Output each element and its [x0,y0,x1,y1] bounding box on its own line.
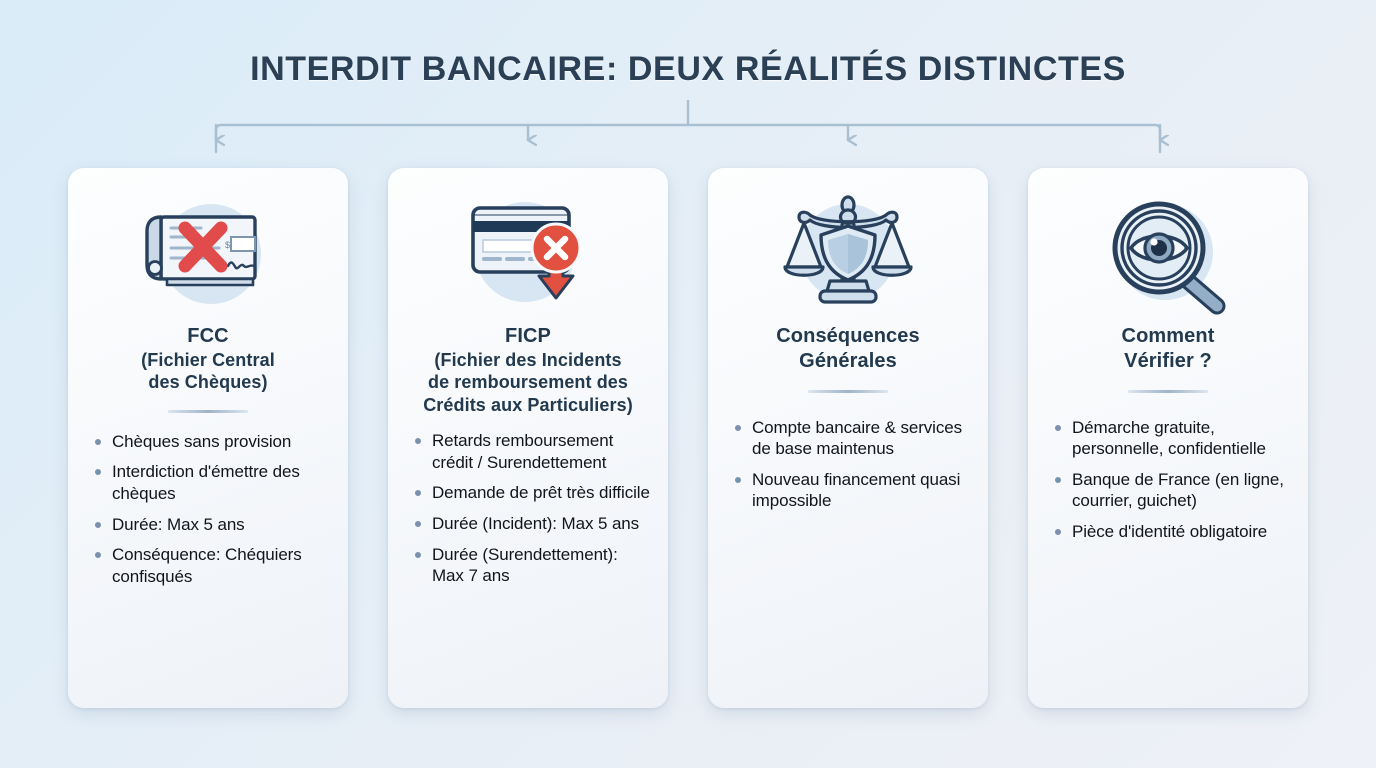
card-divider [168,409,248,413]
card-title-main: FCC [187,325,229,347]
card-divider [1128,389,1208,393]
svg-text:$: $ [225,240,230,250]
bullet-list-fcc: Chèques sans provision Interdiction d'ém… [82,431,334,596]
credit-card-declined-icon [453,190,603,318]
list-item: Durée (Surendettement): Max 7 ans [412,544,654,587]
list-item: Interdiction d'émettre des chèques [92,461,334,504]
connector-lines [214,98,1160,154]
list-item: Conséquence: Chéquiers confisqués [92,544,334,587]
list-item: Nouveau financement quasi impossible [732,469,974,512]
scales-of-justice-shield-icon [773,190,923,318]
list-item: Demande de prêt très difficile [412,482,654,504]
list-item: Compte bancaire & services de base maint… [732,417,974,460]
list-item: Chèques sans provision [92,431,334,453]
list-item: Pièce d'identité obligatoire [1052,521,1294,543]
list-item: Démarche gratuite, personnelle, confiden… [1052,417,1294,460]
list-item: Banque de France (en ligne, courrier, gu… [1052,469,1294,512]
connector-svg [214,98,1376,154]
page-title: INTERDIT BANCAIRE: DEUX RÉALITÉS DISTINC… [250,50,1126,88]
magnifier-eye-icon [1093,190,1243,318]
card-divider [808,389,888,393]
bullet-list-ficp: Retards remboursement crédit / Surendett… [402,430,654,595]
connector-diagram [0,98,1376,168]
bullet-list-consequences: Compte bancaire & services de base maint… [722,417,974,521]
list-item: Retards remboursement crédit / Surendett… [412,430,654,473]
bullet-list-verification: Démarche gratuite, personnelle, confiden… [1042,417,1294,552]
list-item: Durée: Max 5 ans [92,514,334,536]
list-item: Durée (Incident): Max 5 ans [412,513,654,535]
card-title-main: FICP [505,325,551,347]
cheque-with-red-x-icon: $ [133,190,283,318]
